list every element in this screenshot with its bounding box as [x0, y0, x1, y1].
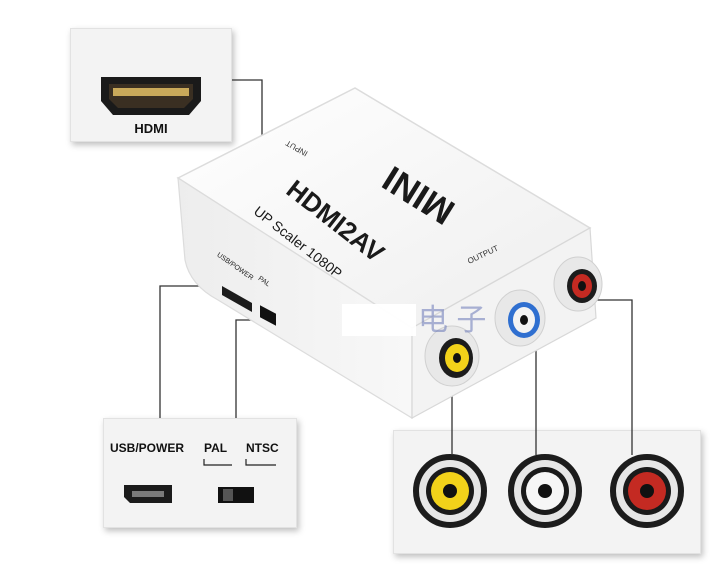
device-rca-jacks	[424, 256, 603, 387]
hdmi-inset: HDMI	[70, 28, 232, 142]
white-rca-jack-icon	[508, 454, 582, 528]
device-yellow-jack-icon	[424, 325, 480, 387]
mini-usb-port-icon	[124, 485, 172, 503]
hdmi-port-icon	[101, 77, 201, 115]
device-white-blue-jack-icon	[494, 289, 546, 347]
usb-switch-inset: USB/POWER PAL NTSC	[103, 418, 297, 528]
hdmi-label: HDMI	[134, 121, 168, 136]
rca-jacks	[413, 454, 684, 528]
device-red-jack-icon	[553, 256, 603, 312]
inset-graphics	[124, 459, 276, 503]
pal-ntsc-switch-icon	[218, 487, 254, 503]
watermark-patch	[342, 304, 416, 336]
ntsc-label: NTSC	[246, 441, 279, 455]
yellow-rca-jack-icon	[413, 454, 487, 528]
usb-power-label: USB/POWER	[110, 441, 185, 455]
red-rca-jack-icon	[610, 454, 684, 528]
pal-label: PAL	[204, 441, 228, 455]
rca-inset	[393, 430, 701, 554]
converter-box	[176, 87, 597, 420]
watermark-text: 电 子	[418, 304, 486, 337]
